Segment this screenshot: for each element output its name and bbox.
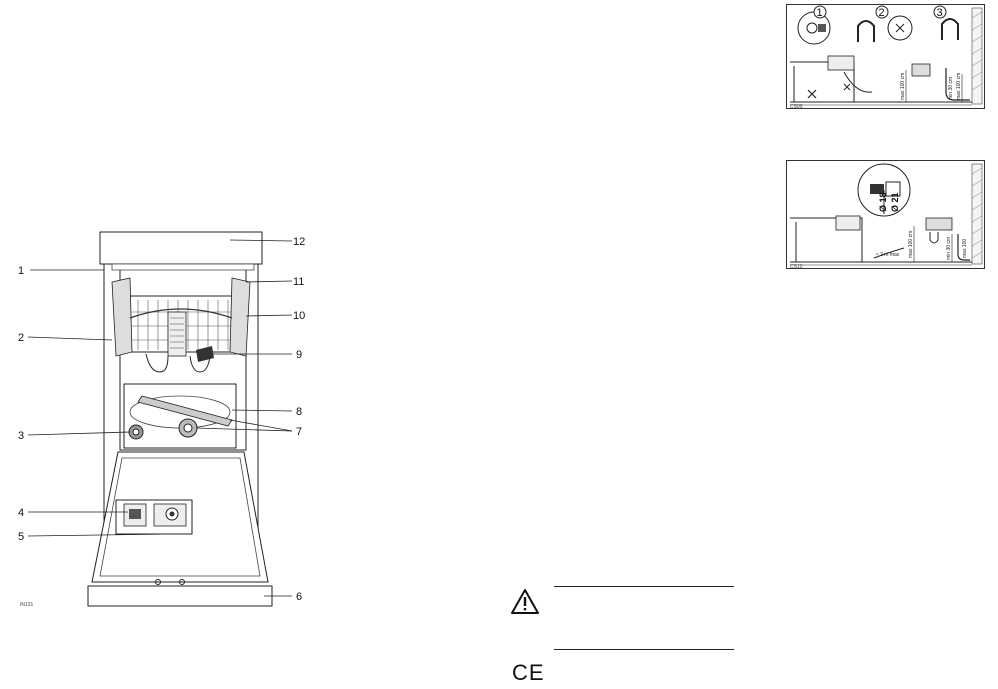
step-3: 3 — [937, 7, 943, 19]
figure-code: CS10 — [790, 264, 803, 270]
callout-1: 1 — [18, 265, 24, 277]
dishwasher-diagram: 1 2 3 4 5 6 7 8 9 10 11 12 IN131 — [18, 231, 305, 608]
callout-4: 4 — [18, 507, 24, 519]
callout-2: 2 — [18, 332, 24, 344]
callout-11: 11 — [293, 276, 304, 288]
callout-8: 8 — [296, 406, 302, 418]
callout-6: 6 — [296, 591, 302, 603]
step-1: 1 — [817, 7, 823, 19]
drain-installation-diagram-bottom: Ø 18 Ø 21 ≈ 2 m max max 100 cm min 30 cm… — [786, 160, 985, 270]
callout-3: 3 — [18, 430, 24, 442]
warning-rule-bottom — [554, 649, 734, 650]
hose-label: Ø 18 — [878, 192, 888, 212]
drain-installation-diagram-top: 1 2 3 max 100 cm min 30 cm max 100 cm CS… — [786, 4, 985, 110]
step-2: 2 — [879, 7, 885, 19]
dim-label: max 100 cm — [956, 73, 962, 100]
figure-code: CS09 — [790, 104, 803, 110]
callout-5: 5 — [18, 531, 24, 543]
dim-label: ≈ 2 m max — [876, 252, 900, 258]
ce-mark: CE — [512, 660, 545, 685]
warning-triangle-icon — [511, 589, 539, 614]
dim-label: max 100 cm — [908, 231, 914, 258]
callout-10: 10 — [293, 310, 305, 322]
callout-12: 12 — [293, 236, 305, 248]
warning-rule-top — [554, 586, 734, 587]
dim-label: max 100 — [962, 239, 968, 258]
callout-9: 9 — [296, 349, 302, 361]
dim-label: max 100 cm — [900, 73, 906, 100]
figure-code: IN131 — [20, 602, 34, 608]
callout-7: 7 — [296, 426, 302, 438]
dim-label: min 30 cm — [948, 77, 954, 100]
dim-label: min 30 cm — [946, 237, 952, 260]
hose-label: Ø 21 — [890, 192, 900, 212]
